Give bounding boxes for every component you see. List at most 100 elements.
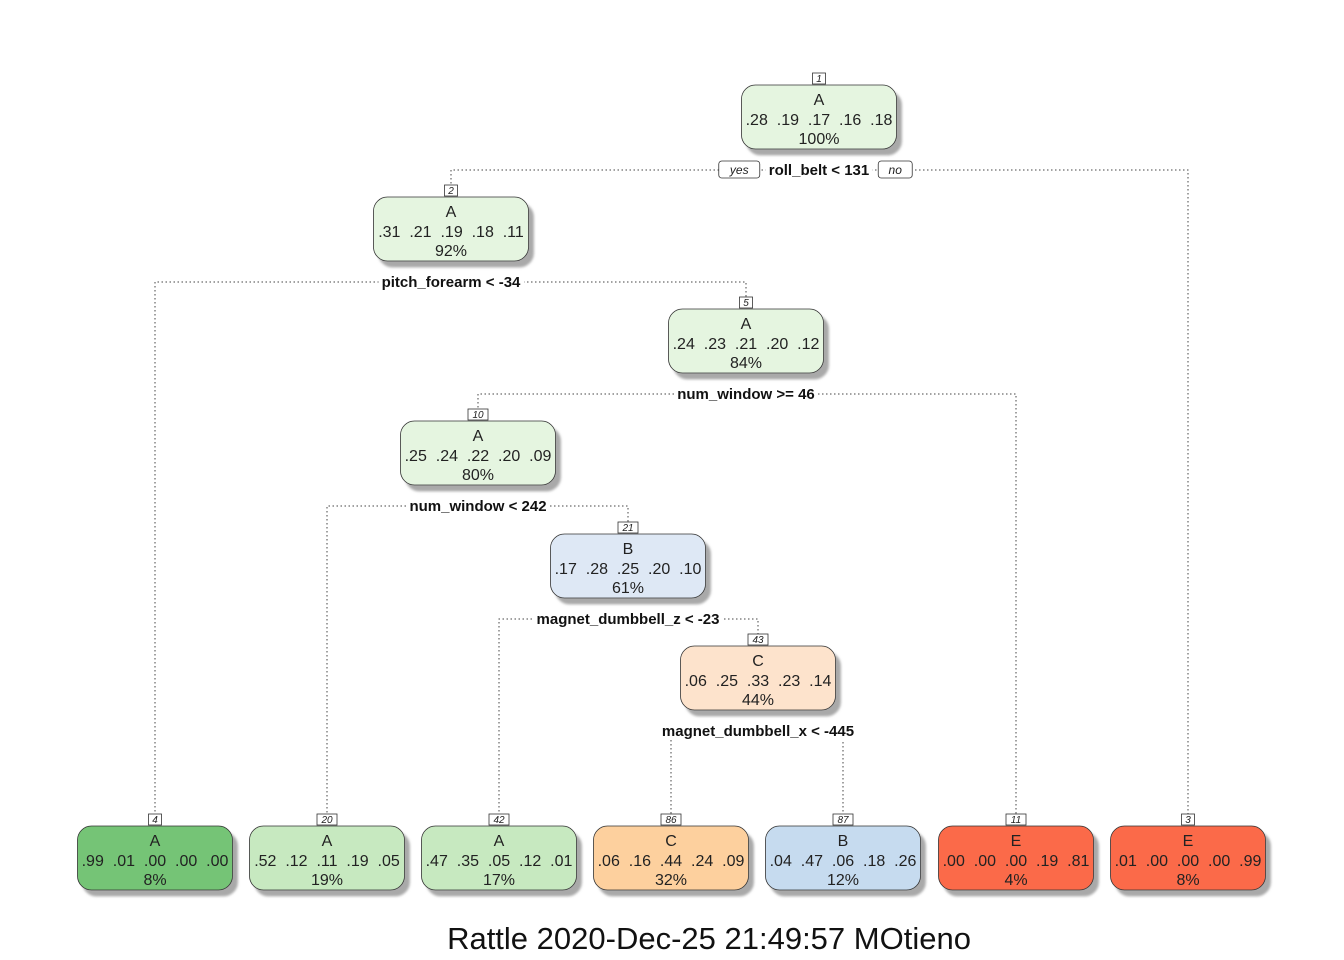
edge-2-to-4 [154,281,451,814]
tree-node-43: 43C .06 .25 .33 .23 .14 44% [680,633,836,711]
split-label: num_window >= 46 [677,386,815,403]
node-box [249,825,405,891]
node-percent: 19% [311,872,343,889]
tree-edges [154,169,1189,814]
node-number-tag [739,296,753,309]
split-label: magnet_dumbbell_z < -23 [537,611,720,628]
split-label-bg [674,386,818,403]
split-label: magnet_dumbbell_x < -445 [662,723,854,740]
node-box [400,420,556,486]
node-class: A [446,204,457,221]
no-tag-box [877,160,913,179]
split-label-bg [533,611,723,628]
node-percent: 84% [730,355,762,372]
node-percent: 44% [742,692,774,709]
node-class: E [1011,833,1022,850]
node-class: B [623,541,634,558]
node-probs: .31 .21 .19 .18 .11 [378,224,524,241]
node-number-tag [660,813,682,826]
node-class: A [814,92,825,109]
yes-tag-box [718,160,761,179]
node-class: E [1183,833,1194,850]
edge-43-to-87 [758,730,844,814]
edge-43-to-86 [670,730,758,814]
node-percent: 32% [655,872,687,889]
split-rule-1: roll_belt < 131 yes no [718,160,913,179]
edge-2-to-5 [451,281,747,297]
node-probs: .52 .12 .11 .19 .05 [254,853,400,870]
no-label: no [889,163,903,177]
node-probs: .25 .24 .22 .20 .09 [405,448,552,465]
node-number-tag [444,184,458,197]
node-number-tag [148,813,162,826]
node-class: A [473,428,484,445]
node-probs: .04 .47 .06 .18 .26 [770,853,917,870]
node-box [741,84,897,150]
node-number: 42 [493,815,505,826]
edge-10-to-21 [478,505,629,522]
split-rule-43: magnet_dumbbell_x < -445 [658,723,858,740]
node-probs: .24 .23 .21 .20 .12 [673,336,820,353]
node-class: B [838,833,849,850]
edge-5-to-10 [477,393,746,409]
node-class: A [494,833,505,850]
node-box [938,825,1094,891]
edge-1-to-2 [450,169,819,185]
tree-node-3: 3E.01 .00 .00 .00 .998% [1110,813,1266,891]
node-number: 5 [743,298,749,309]
node-number: 43 [752,635,764,646]
node-class: A [741,316,752,333]
split-label-bg [658,723,858,740]
node-number: 4 [152,815,158,826]
node-box [77,825,233,891]
split-label: roll_belt < 131 [769,162,869,179]
node-number: 87 [837,815,849,826]
node-class: C [752,653,764,670]
split-label: num_window < 242 [409,498,546,515]
node-percent: 17% [483,872,515,889]
node-number: 86 [665,815,677,826]
node-box [1110,825,1266,891]
split-labels: roll_belt < 131 yes no pitch_forearm < -34 n… [378,160,913,740]
edge-5-to-11 [746,393,1017,814]
node-probs: .17 .28 .25 .20 .10 [555,561,702,578]
split-rule-5: num_window >= 46 [674,386,818,403]
node-percent: 100% [799,131,840,148]
node-number-tag [617,521,639,534]
node-percent: 8% [1176,872,1199,889]
yes-label: yes [729,163,749,177]
node-number: 11 [1011,815,1021,826]
node-box [668,308,824,374]
node-probs: .06 .25 .33 .23 .14 [685,673,832,690]
split-label-bg [378,274,525,291]
split-rule-21: magnet_dumbbell_z < -23 [533,611,723,628]
node-probs: .01 .00 .00 .00 .99 [1115,853,1262,870]
node-number-tag [1181,813,1195,826]
node-number-tag [316,813,338,826]
edge-1-to-3 [819,169,1189,814]
node-probs: .00 .00 .00 .19 .81 [943,853,1090,870]
split-label-bg [765,162,873,179]
node-number: 1 [816,74,822,85]
node-box [680,645,836,711]
node-number-tag [1005,813,1027,826]
node-number: 2 [447,186,454,197]
no-tag: no [877,160,913,179]
node-number: 10 [472,410,484,421]
split-label: pitch_forearm < -34 [382,274,521,291]
yes-tag: yes [718,160,761,179]
node-number-tag [467,408,489,421]
node-number-tag [832,813,854,826]
node-percent: 61% [612,580,644,597]
edge-10-to-20 [326,505,478,814]
tree-node-4: 4A.99 .01 .00 .00 .008% [77,813,233,891]
